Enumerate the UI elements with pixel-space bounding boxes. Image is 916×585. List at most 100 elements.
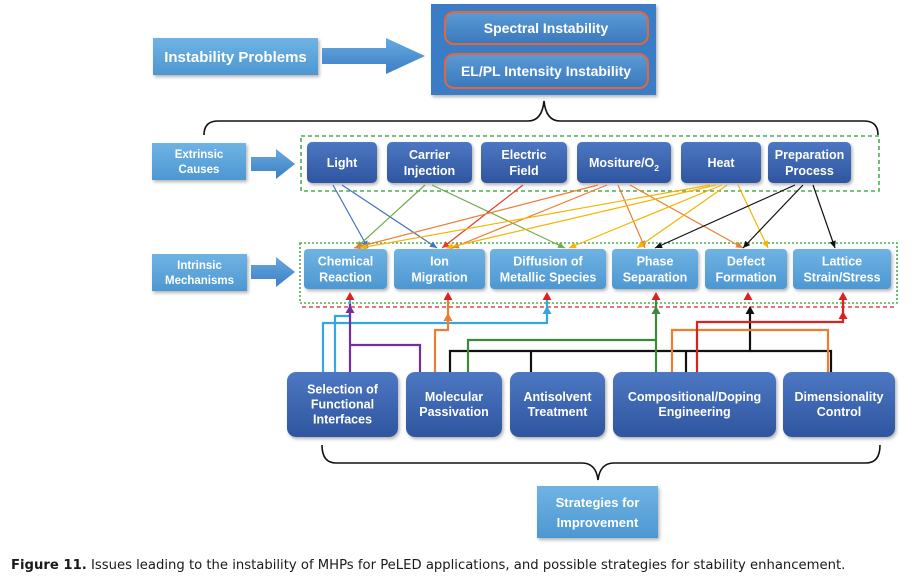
link-red-lattice xyxy=(695,300,845,372)
strategies-label: Strategies for Improvement xyxy=(537,486,658,538)
link-black-defect xyxy=(448,314,752,372)
arrowhead-red-lattice-2 xyxy=(838,311,848,319)
box-text-line: Diffusion of xyxy=(513,255,583,269)
problems-panel: Spectral Instability EL/PL Intensity Ins… xyxy=(431,4,656,95)
stability-diagram: Instability Problems Spectral Instabilit… xyxy=(152,4,898,538)
mechanism-box-bg xyxy=(394,249,485,289)
arrowhead-red-diffusion xyxy=(542,292,552,300)
arrowhead-green xyxy=(651,306,661,314)
spectral-instability: Spectral Instability xyxy=(484,20,609,36)
cause-box-light: Light xyxy=(307,142,377,183)
extrinsic-label-line2: Causes xyxy=(179,164,220,176)
link-green-phase xyxy=(466,299,658,372)
cause-link-arrow-12 xyxy=(636,184,728,249)
mechanism-box-bg xyxy=(612,249,698,289)
cause-link-arrow-5 xyxy=(353,184,599,250)
arrowhead-red-chemical xyxy=(345,292,355,300)
link-black-dimensionality xyxy=(750,349,833,372)
cause-link-arrow-3 xyxy=(431,184,566,249)
strategy-box-bg xyxy=(783,372,895,437)
box-text-line: Metallic Species xyxy=(500,271,597,285)
el-pl-intensity-instability: EL/PL Intensity Instability xyxy=(461,63,631,79)
box-text-line: Lattice xyxy=(822,255,862,269)
intrinsic-label-line1: Intrinsic xyxy=(177,260,222,272)
bottom-brace xyxy=(321,444,881,481)
mechanism-box-bg xyxy=(490,249,606,289)
intrinsic-arrow xyxy=(251,257,295,287)
box-text-line: Ion xyxy=(430,255,449,269)
arrowhead-blue xyxy=(542,306,552,314)
box-text-line: Defect xyxy=(727,255,766,269)
mechanism-box-bg xyxy=(793,249,891,289)
box-text-line: Carrier xyxy=(409,148,450,162)
box-text-line: Interfaces xyxy=(313,413,372,427)
cause-link-arrow-15 xyxy=(742,184,804,249)
box-text-line: Passivation xyxy=(419,405,488,419)
arrowhead-red-defect xyxy=(743,292,753,300)
box-text-line: Light xyxy=(327,156,358,170)
figure-caption-text: Issues leading to the instability of MHP… xyxy=(90,558,846,573)
subscript: 2 xyxy=(654,163,659,173)
box-text-line: Injection xyxy=(404,164,455,178)
box-text-line: Formation xyxy=(715,271,776,285)
strategy-box-bg xyxy=(287,372,398,437)
arrowhead-black xyxy=(745,306,755,314)
box-text-line: Electric xyxy=(501,148,546,162)
arrowhead-orange xyxy=(443,313,453,321)
mechanism-box-bg xyxy=(304,249,387,289)
arrowhead-red-ion xyxy=(443,292,453,300)
box-text-line: Preparation xyxy=(775,148,844,162)
box-text-line: Molecular xyxy=(425,390,483,404)
figure-caption-label: Figure 11. xyxy=(11,558,87,573)
box-text-line: Control xyxy=(817,405,861,419)
box-text-line: Heat xyxy=(707,156,735,170)
box-text-line: Selection of xyxy=(307,383,379,397)
box-text-line: Treatment xyxy=(528,405,589,419)
extrinsic-dashed-frame xyxy=(300,135,880,192)
cause-link-arrow-14 xyxy=(654,184,796,249)
instability-problems-label: Instability Problems xyxy=(153,38,318,75)
box-text-line: Reaction xyxy=(319,271,372,285)
arrowhead-purple xyxy=(345,305,355,313)
cause-box-bg xyxy=(681,142,761,183)
cause-link-arrow-13 xyxy=(737,184,769,249)
box-text-line: Chemical xyxy=(318,255,374,269)
cause-box-bg xyxy=(307,142,377,183)
cause-box-bg xyxy=(768,142,851,183)
cause-box-mositure-o2: Mositure/O2 xyxy=(577,142,671,183)
intrinsic-dashed-frame xyxy=(299,242,898,304)
intrinsic-label-line2: Mechanisms xyxy=(165,275,234,287)
box-text-line: Functional xyxy=(311,398,374,412)
link-passivation-branch xyxy=(350,343,422,372)
instability-problems-text: Instability Problems xyxy=(164,49,307,66)
cause-box-bg xyxy=(481,142,567,183)
cause-link-arrow-10 xyxy=(445,184,717,250)
arrowhead-red-phase xyxy=(651,292,661,300)
cause-link-arrow-16 xyxy=(812,184,836,249)
strategy-box-bg xyxy=(406,372,502,437)
cause-box-heat: Heat xyxy=(681,142,761,183)
intrinsic-label: Intrinsic Mechanisms xyxy=(152,254,247,291)
problems-arrow xyxy=(322,38,425,74)
cause-link-arrow-4 xyxy=(441,184,524,249)
top-brace xyxy=(203,100,879,136)
box-text-line: Field xyxy=(509,164,538,178)
cause-box-bg xyxy=(577,142,671,183)
box-text-line: Engineering xyxy=(658,405,730,419)
cause-link-arrow-9 xyxy=(359,184,711,250)
strategies-label-line2: Improvement xyxy=(557,515,639,530)
link-orange-comp xyxy=(670,328,830,372)
